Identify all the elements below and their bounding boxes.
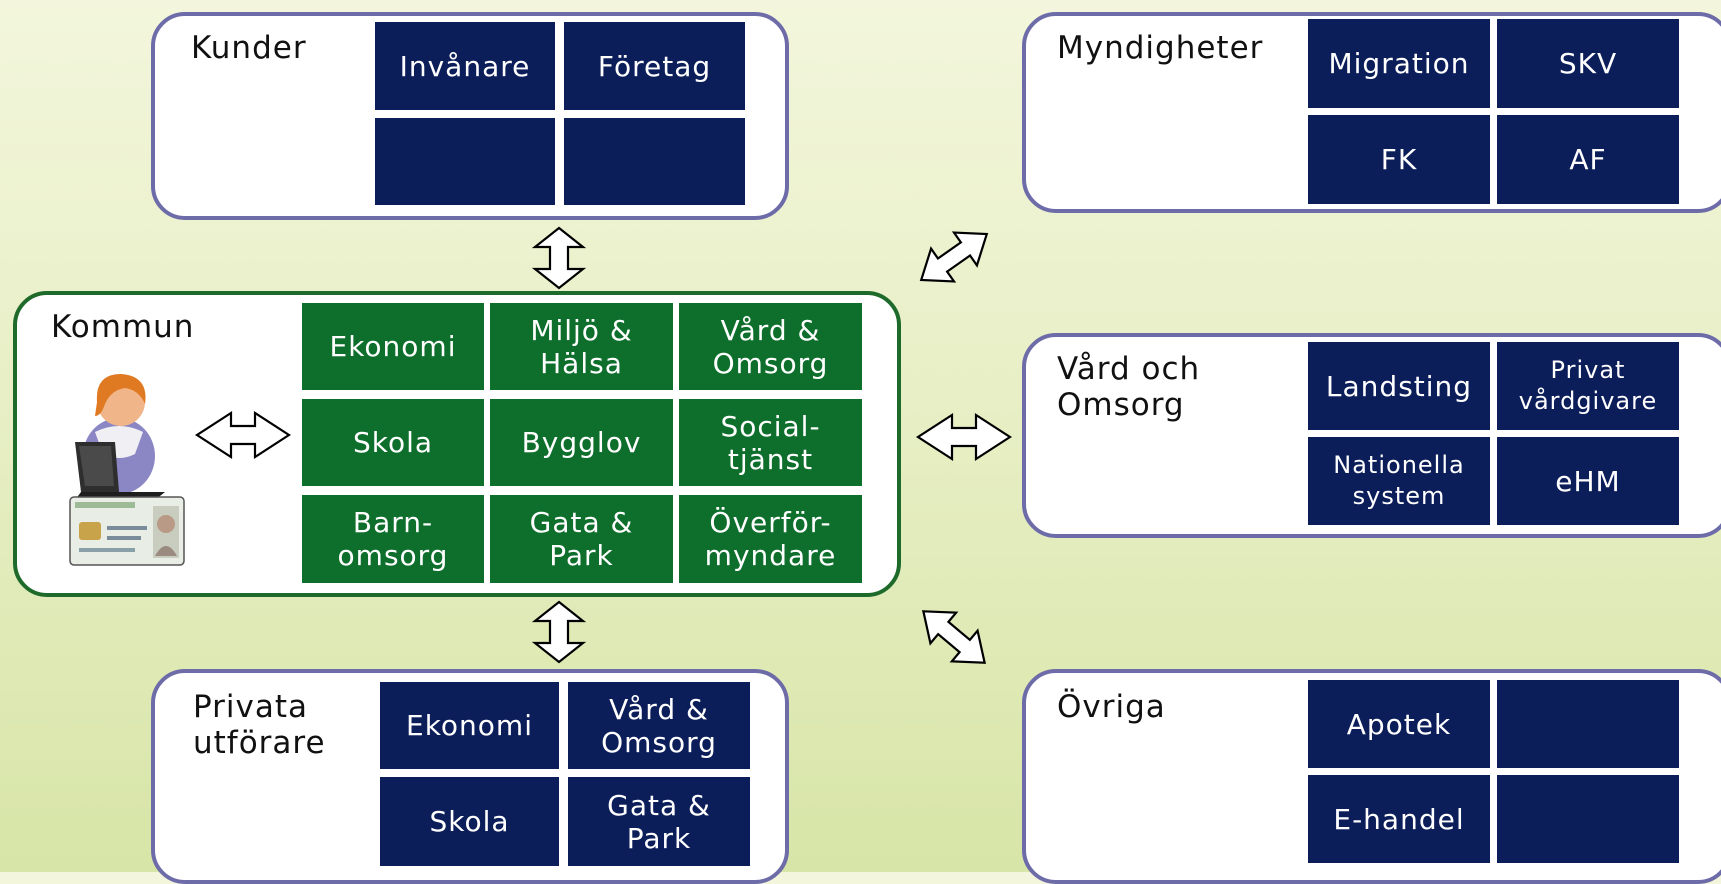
kunder-title: Kunder — [191, 30, 307, 66]
kunder-tile-empty-1 — [375, 118, 555, 205]
privata-tile-vard-omsorg: Vård & Omsorg — [568, 682, 750, 769]
kunder-tile-invanare: Invånare — [375, 22, 555, 110]
kommun-tile-vard-omsorg: Vård & Omsorg — [679, 303, 862, 390]
kommun-tile-bygglov: Bygglov — [490, 399, 673, 486]
kommun-tile-barnomsorg: Barn- omsorg — [302, 495, 484, 583]
user-at-laptop-icon — [75, 374, 165, 500]
kunder-tile-empty-2 — [564, 118, 745, 205]
double-arrow-icon — [531, 226, 587, 290]
ovriga-tile-empty-2 — [1497, 775, 1679, 863]
myndigheter-tile-fk: FK — [1308, 115, 1490, 204]
double-arrow-icon — [919, 231, 989, 283]
vard-tile-nationella-system: Nationella system — [1308, 437, 1490, 525]
privata-tile-skola: Skola — [380, 777, 559, 866]
kommun-title: Kommun — [51, 309, 195, 345]
myndigheter-title: Myndigheter — [1057, 30, 1264, 66]
kommun-tile-skola: Skola — [302, 399, 484, 486]
kommun-tile-ekonomi: Ekonomi — [302, 303, 484, 390]
privata-utforare-title: Privata utförare — [193, 689, 326, 761]
ovriga-title: Övriga — [1057, 689, 1166, 725]
double-arrow-icon — [915, 412, 1013, 462]
myndigheter-tile-skv: SKV — [1497, 19, 1679, 108]
privata-tile-gata-park: Gata & Park — [568, 777, 750, 866]
myndigheter-tile-af: AF — [1497, 115, 1679, 204]
id-card-icon — [69, 496, 185, 566]
ovriga-tile-ehandel: E-handel — [1308, 775, 1490, 863]
ovriga-tile-apotek: Apotek — [1308, 680, 1490, 768]
kommun-tile-socialtjanst: Social- tjänst — [679, 399, 862, 486]
vard-tile-landsting: Landsting — [1308, 342, 1490, 430]
vard-tile-privat-vardgivare: Privat vårdgivare — [1497, 342, 1679, 430]
vard-tile-ehm: eHM — [1497, 437, 1679, 525]
myndigheter-tile-migration: Migration — [1308, 19, 1490, 108]
double-arrow-icon — [921, 610, 987, 664]
ovriga-tile-empty-1 — [1497, 680, 1679, 768]
kommun-tile-miljo-halsa: Miljö & Hälsa — [490, 303, 673, 390]
privata-tile-ekonomi: Ekonomi — [380, 682, 559, 769]
kommun-tile-gata-park: Gata & Park — [490, 495, 673, 583]
double-arrow-icon — [531, 600, 587, 664]
double-arrow-icon — [194, 410, 292, 460]
kommun-tile-overformyndare: Överför- myndare — [679, 495, 862, 583]
kunder-tile-foretag: Företag — [564, 22, 745, 110]
vard-omsorg-title: Vård och Omsorg — [1057, 351, 1201, 423]
